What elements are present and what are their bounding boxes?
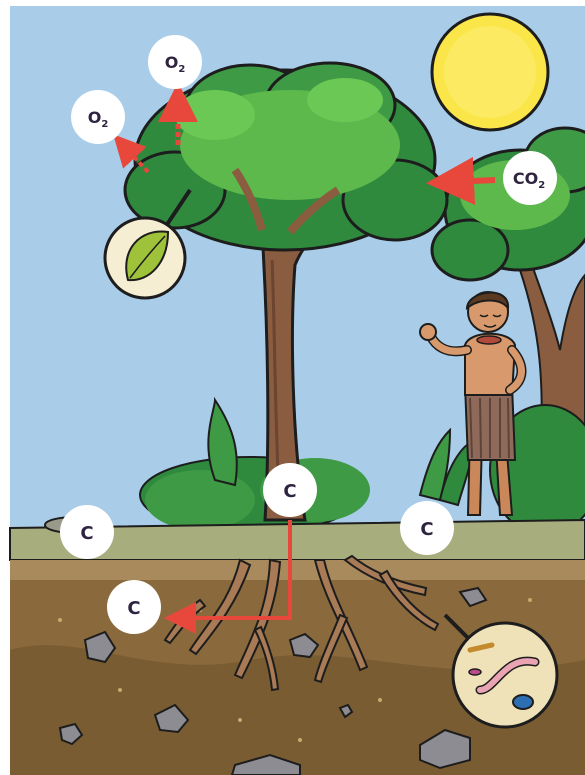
label-co2: CO2 bbox=[503, 151, 557, 205]
label-o2-top: O2 bbox=[148, 35, 202, 89]
label-carbon-soil: C bbox=[107, 580, 161, 634]
svg-text:C: C bbox=[127, 598, 140, 619]
label-o2-left: O2 bbox=[71, 90, 125, 144]
svg-text:C: C bbox=[80, 523, 93, 544]
svg-text:C: C bbox=[283, 481, 296, 502]
label-carbon-trunk-base: C bbox=[263, 463, 317, 517]
co2-intake-arrow bbox=[450, 180, 495, 182]
sun-icon bbox=[432, 14, 548, 130]
label-carbon-ground-right: C bbox=[400, 501, 454, 555]
label-carbon-ground-left: C bbox=[60, 505, 114, 559]
svg-text:C: C bbox=[420, 519, 433, 540]
